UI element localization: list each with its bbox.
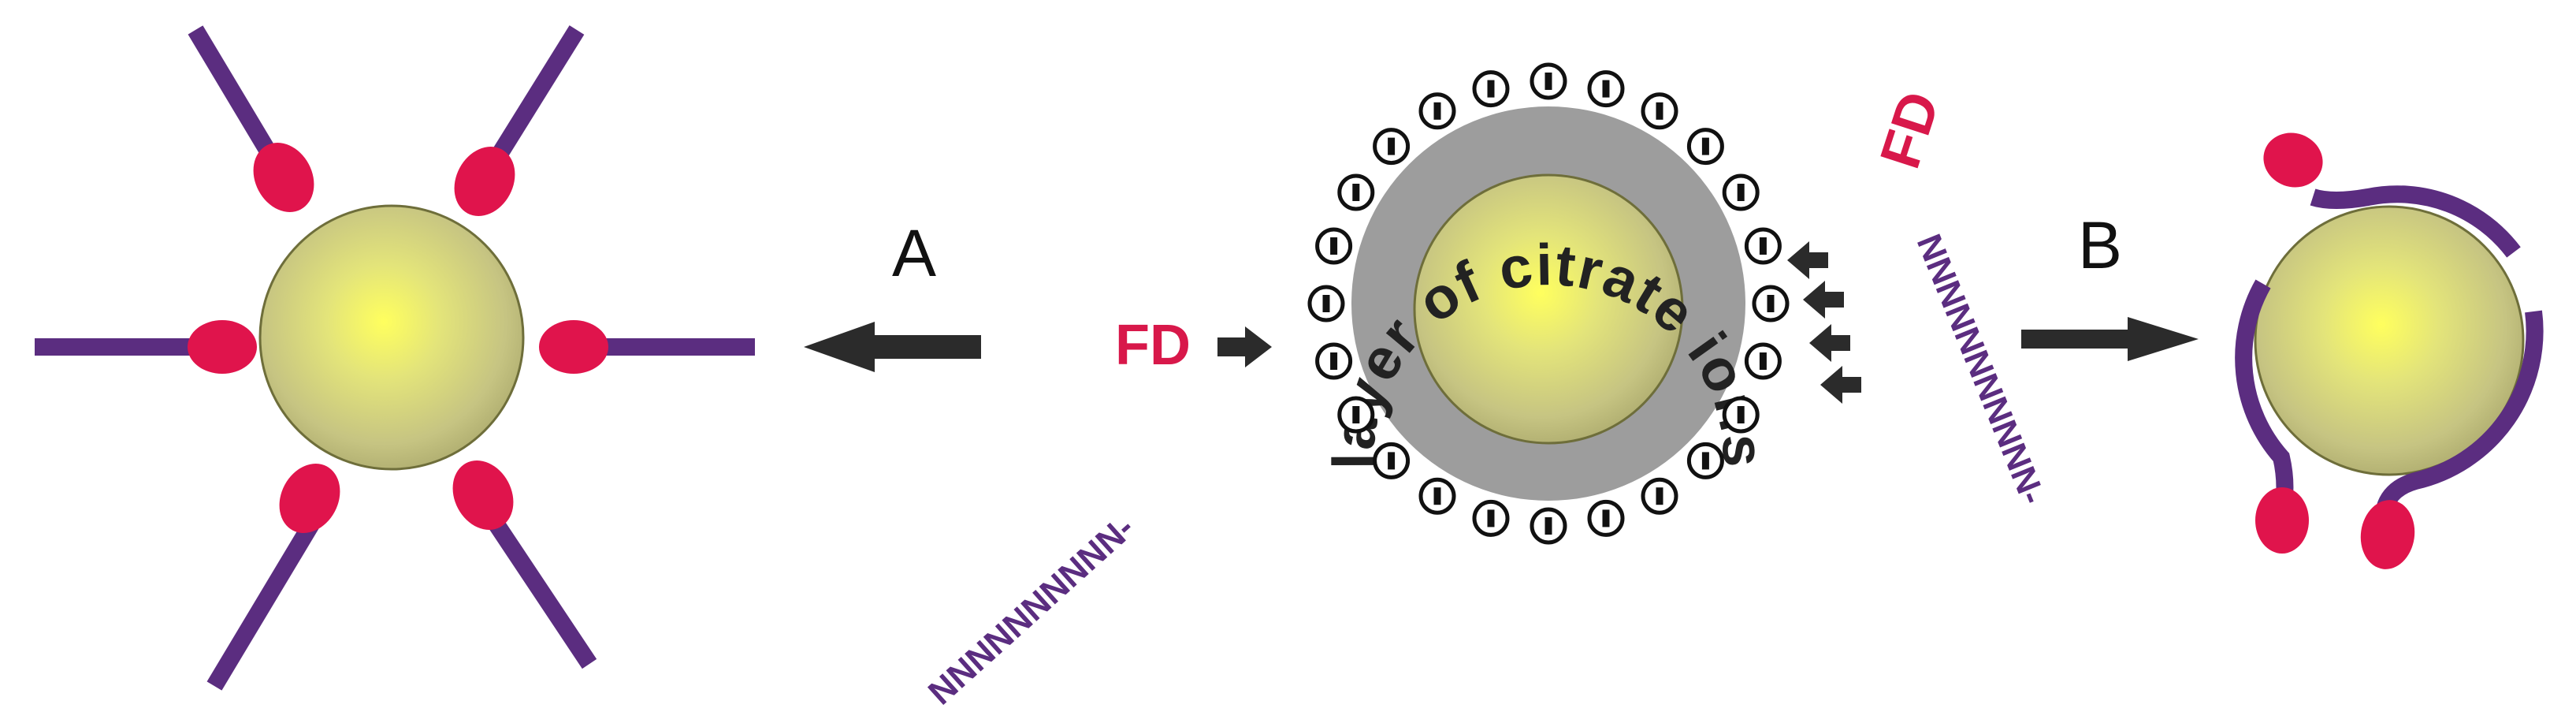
arrow-icon	[1803, 281, 1844, 319]
arrow-icon	[1217, 326, 1272, 367]
negative-charge-sign	[1330, 237, 1337, 255]
fluorophore	[443, 136, 527, 226]
negative-charge-sign	[1545, 73, 1552, 90]
negative-charge-sign	[1434, 487, 1441, 505]
arrow-icon	[1820, 366, 1861, 404]
fluorophore	[188, 320, 257, 374]
negative-charge-sign	[1760, 352, 1767, 370]
negative-charge-sign	[1434, 103, 1441, 120]
fluorophore	[2356, 497, 2419, 573]
negative-charge-sign	[1603, 80, 1610, 98]
particle-with-attached-probes	[35, 30, 755, 686]
arrow-icon	[1787, 241, 1828, 279]
negative-charge-sign	[1702, 452, 1709, 469]
negative-charge-sign	[1488, 509, 1495, 527]
fluorophore	[539, 320, 608, 374]
negative-charge-sign	[1738, 184, 1745, 201]
arrow-icon	[1809, 324, 1850, 362]
fluorophore	[268, 453, 352, 543]
negative-charge-sign	[1488, 80, 1495, 98]
negative-charge-sign	[1545, 517, 1552, 535]
pathway-a: A	[804, 216, 981, 372]
probe-strand	[489, 513, 589, 664]
approach-arrows	[1787, 241, 1861, 404]
negative-charge-sign	[1656, 487, 1663, 505]
citrate-capped-particle: layer of citrate ions	[1310, 65, 1787, 542]
fluorophore	[2256, 125, 2331, 196]
negative-charge-sign	[1768, 295, 1775, 312]
probe-sequence-right: NNNNNNNNNNN-	[1909, 229, 2053, 509]
probe-fluorophore-left: FD	[1115, 314, 1191, 377]
negative-charge-sign	[1352, 406, 1359, 423]
pathway-b: B	[2021, 208, 2199, 361]
fluorophore	[2255, 487, 2309, 554]
negative-charge-sign	[1656, 103, 1663, 120]
negative-charge-sign	[1738, 406, 1745, 423]
negative-charge-sign	[1603, 509, 1610, 527]
pathway-b-label: B	[2078, 208, 2122, 282]
negative-charge-sign	[1702, 138, 1709, 155]
probe-strand	[195, 30, 274, 162]
free-probe-left: NNNNNNNNNN- FD	[921, 314, 1272, 712]
negative-charge-sign	[1388, 138, 1395, 155]
probe-sequence-left: NNNNNNNNNN-	[921, 509, 1142, 713]
free-probe-right: FD NNNNNNNNNNN-	[1787, 84, 2053, 509]
negative-charge-sign	[1330, 352, 1337, 370]
pathway-a-label: A	[892, 216, 936, 290]
arrow-icon	[804, 322, 981, 372]
gold-nanoparticle	[260, 206, 523, 469]
negative-charge-sign	[1760, 237, 1767, 255]
negative-charge-sign	[1323, 295, 1330, 312]
fluorophore	[441, 449, 526, 540]
negative-charge-sign	[1352, 184, 1359, 201]
arrow-icon	[2021, 317, 2199, 361]
probe-strand	[495, 30, 577, 162]
probe-fluorophore-right: FD	[1868, 84, 1952, 176]
probe-strand	[214, 520, 314, 686]
fluorophore	[242, 132, 326, 222]
particle-with-wrapped-probes	[2243, 125, 2534, 572]
negative-charge-sign	[1388, 452, 1395, 469]
